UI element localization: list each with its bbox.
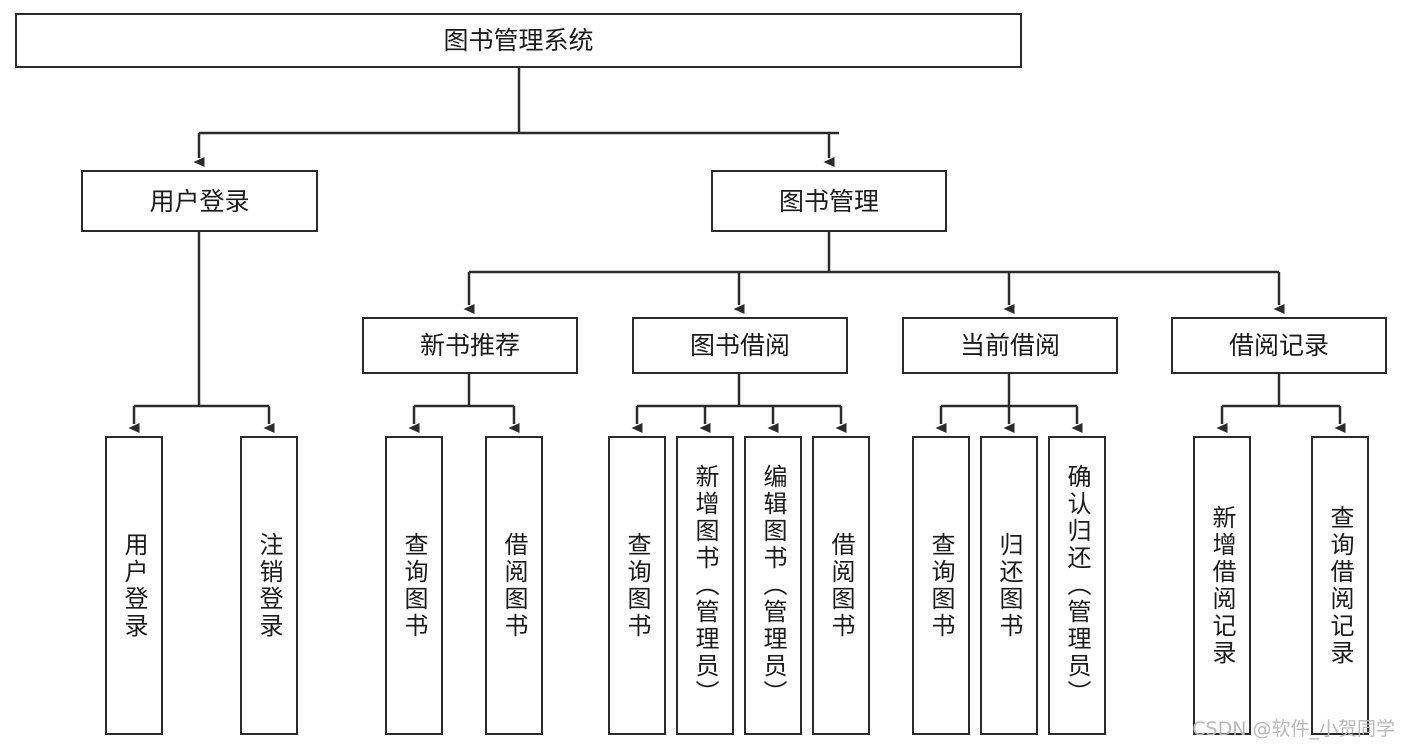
node-label: 编辑图书（管理员） — [759, 464, 787, 707]
node-book-management[interactable]: 图书管理 — [711, 170, 947, 232]
leaf-borrow-book-recommend[interactable]: 借阅图书 — [485, 436, 543, 735]
node-label: 查询图书 — [400, 531, 428, 640]
node-label: 归还图书 — [995, 531, 1023, 640]
node-new-book-recommend[interactable]: 新书推荐 — [362, 317, 578, 374]
node-book-borrow[interactable]: 图书借阅 — [632, 317, 848, 374]
node-label: 借阅图书 — [500, 531, 528, 640]
node-label: 用户登录 — [120, 531, 148, 640]
leaf-query-borrow-record[interactable]: 查询借阅记录 — [1311, 436, 1369, 735]
node-label: 查询图书 — [927, 531, 955, 640]
node-label: 当前借阅 — [959, 331, 1060, 360]
node-label: 图书管理系统 — [443, 26, 594, 55]
leaf-confirm-return-admin[interactable]: 确认归还（管理员） — [1048, 436, 1106, 735]
node-label: 新书推荐 — [419, 331, 520, 360]
leaf-edit-book-admin[interactable]: 编辑图书（管理员） — [744, 436, 802, 735]
leaf-query-book-current[interactable]: 查询图书 — [912, 436, 970, 735]
node-label: 查询借阅记录 — [1326, 504, 1354, 667]
leaf-query-book-borrow[interactable]: 查询图书 — [608, 436, 666, 735]
node-label: 借阅记录 — [1228, 331, 1329, 360]
node-label: 新增图书（管理员） — [691, 464, 719, 707]
node-borrow-record[interactable]: 借阅记录 — [1171, 317, 1387, 374]
leaf-return-book[interactable]: 归还图书 — [980, 436, 1038, 735]
node-label: 图书借阅 — [689, 331, 790, 360]
node-label: 新增借阅记录 — [1208, 504, 1236, 667]
node-label: 注销登录 — [255, 531, 283, 640]
node-root-system[interactable]: 图书管理系统 — [15, 13, 1022, 68]
node-label: 查询图书 — [623, 531, 651, 640]
leaf-logout[interactable]: 注销登录 — [240, 436, 298, 735]
leaf-borrow-book[interactable]: 借阅图书 — [812, 436, 870, 735]
leaf-user-login[interactable]: 用户登录 — [105, 436, 163, 735]
node-label: 用户登录 — [149, 186, 250, 216]
node-label: 确认归还（管理员） — [1063, 464, 1091, 707]
node-label: 图书管理 — [778, 186, 879, 216]
leaf-query-book-recommend[interactable]: 查询图书 — [385, 436, 443, 735]
node-current-borrow[interactable]: 当前借阅 — [902, 317, 1118, 374]
node-label: 借阅图书 — [827, 531, 855, 640]
leaf-add-borrow-record[interactable]: 新增借阅记录 — [1193, 436, 1251, 735]
leaf-add-book-admin[interactable]: 新增图书（管理员） — [676, 436, 734, 735]
node-user-login[interactable]: 用户登录 — [81, 170, 318, 232]
